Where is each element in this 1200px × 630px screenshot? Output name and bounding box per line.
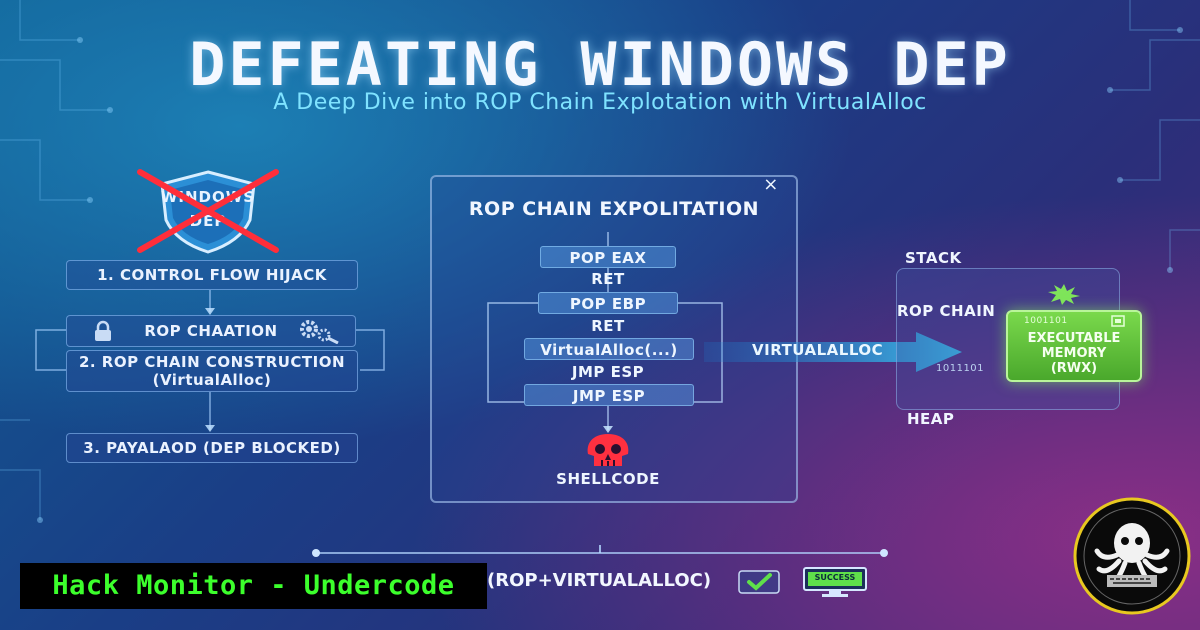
binary-text-1: 1011101 (936, 363, 985, 374)
chip-icon (1111, 315, 1125, 327)
gears-icon (300, 320, 339, 344)
gadget-ret-2: RET (591, 317, 625, 335)
virtualalloc-arrow-label: VIRTUALALLOC (752, 341, 884, 359)
exec-line1: EXECUTABLE (1027, 331, 1121, 346)
gadget-ret-1: RET (591, 270, 625, 288)
stack-label: STACK (905, 249, 962, 267)
exec-line2: MEMORY (1041, 346, 1107, 361)
heap-label: HEAP (907, 410, 955, 428)
flow-step-rop-construction: 2. ROP CHAIN CONSTRUCTION (VirtualAlloc) (66, 350, 358, 392)
octopus-logo-icon (1073, 497, 1191, 615)
gadget-pop-eax: POP EAX (540, 246, 676, 268)
gadget-virtualalloc: VirtualAlloc(...) (524, 338, 694, 360)
main-title: DEFEATING WINDOWS DEP (189, 30, 1011, 100)
brand-banner: Hack Monitor - Undercode (20, 563, 487, 609)
step2-line1: 2. ROP CHAIN CONSTRUCTION (78, 353, 346, 371)
subtitle: A Deep Dive into ROP Chain Explotation w… (273, 90, 927, 115)
gadget-pop-ebp: POP EBP (538, 292, 678, 314)
skull-icon (587, 434, 629, 466)
shellcode-label: SHELLCODE (556, 470, 660, 488)
executable-memory-label: EXECUTABLE MEMORY (RWX) (1006, 331, 1142, 376)
flow-step-payload: 3. PAYALAOD (DEP BLOCKED) (66, 433, 358, 463)
step2-line2: (VirtualAlloc) (152, 371, 272, 389)
panel-close-icon[interactable]: × (763, 174, 779, 195)
panel-title: ROP CHAIN EXPOLITATION (468, 198, 760, 220)
rop-chain-label: ROP CHAIN (897, 302, 996, 320)
checkmark-icon (738, 570, 780, 594)
flow-step-control-hijack: 1. CONTROL FLOW HIJACK (66, 260, 358, 290)
lock-icon (95, 320, 111, 341)
exec-line3: (RWX) (1050, 361, 1098, 376)
arrow-right-icon (704, 332, 962, 372)
rop-box-label: ROP CHAATION (144, 322, 278, 340)
red-cross-icon (137, 169, 279, 253)
gadget-jmp-esp-2: JMP ESP (524, 384, 694, 406)
binary-text-2: 1001101 (1024, 316, 1068, 326)
monitor-icon (803, 567, 867, 597)
success-label: SUCCESS (814, 573, 856, 582)
shield-label-line1: WINDOWS (160, 188, 256, 206)
explosion-icon (1048, 284, 1080, 305)
gadget-jmp-esp-1: JMP ESP (571, 363, 645, 381)
summary-label: (ROP+VIRTUALALLOC) (487, 570, 712, 591)
